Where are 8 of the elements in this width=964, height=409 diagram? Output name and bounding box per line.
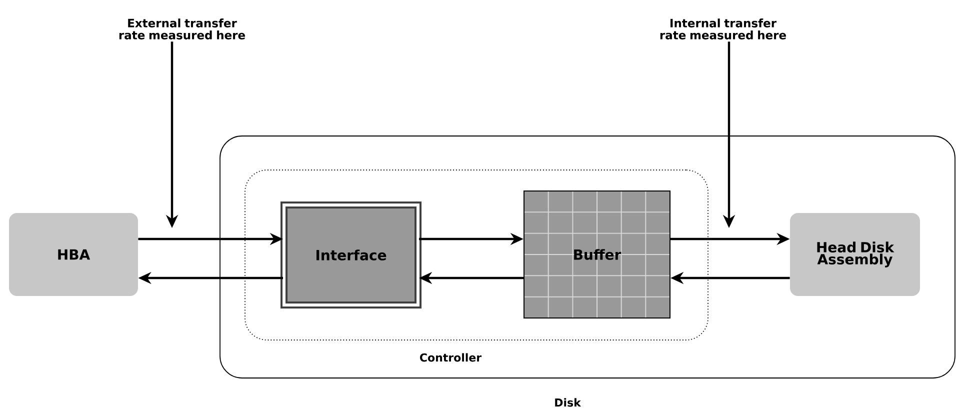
process-box: Head Disk Assembly	[790, 213, 920, 296]
annotation-text: External transfer rate measured here	[119, 18, 245, 40]
buffer-grid-box: Buffer	[524, 190, 670, 318]
node-label: Disk	[555, 398, 582, 407]
interface-box: Interface	[280, 202, 422, 308]
node-label: Controller	[420, 353, 482, 362]
annotation-text: Internal transfer rate measured here	[660, 18, 786, 40]
process-box: HBA	[9, 213, 138, 296]
